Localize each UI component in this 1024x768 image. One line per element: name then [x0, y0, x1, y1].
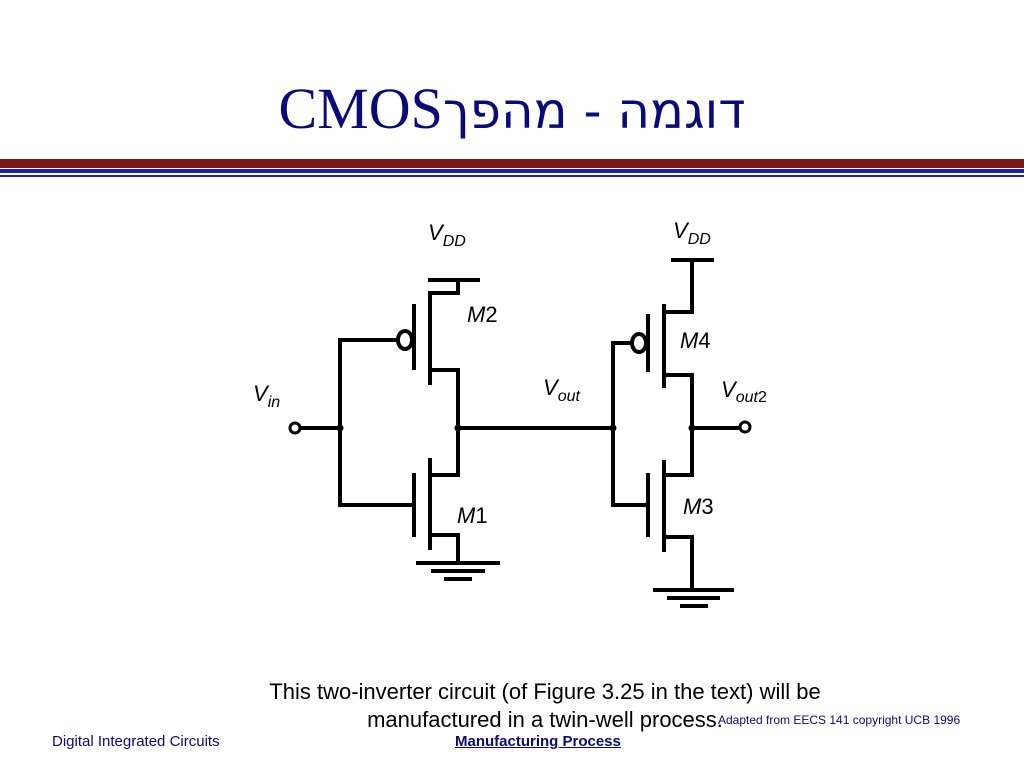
- title-latin: CMOS: [278, 76, 443, 141]
- slide-title: CMOSדוגמה - מהפך: [0, 74, 1024, 146]
- title-rule-red: [0, 159, 1024, 168]
- label-m3: M3: [683, 494, 714, 519]
- vin-terminal: [288, 421, 302, 435]
- label-vout: Vout: [543, 375, 580, 405]
- gate-wire-left: [338, 338, 416, 507]
- m2-gate-bubble: [396, 329, 414, 351]
- slide-caption: This two-inverter circuit (of Figure 3.2…: [175, 678, 915, 734]
- label-vdd-right: VDD: [673, 218, 711, 248]
- m4-drain-wire: [662, 373, 694, 430]
- m1-source-wire: [428, 533, 460, 565]
- junction-vout2: [688, 424, 696, 432]
- m3-drain-wire: [662, 426, 694, 477]
- m4-source-wire: [662, 258, 694, 314]
- label-m2: M2: [467, 302, 498, 327]
- footer-credit: Adapted from EECS 141 copyright UCB 1996: [718, 713, 961, 727]
- m2-source-wire: [428, 278, 460, 295]
- m3-source-wire: [662, 535, 694, 592]
- label-vout2: Vout2: [721, 377, 767, 406]
- junction-vout-left: [454, 424, 462, 432]
- m2-drain-wire: [428, 368, 460, 430]
- m1-drain-wire: [428, 426, 460, 477]
- label-m4: M4: [680, 328, 711, 353]
- caption-line-2: manufactured in a twin-well process.: [367, 707, 723, 732]
- footer-course: Digital Integrated Circuits: [52, 733, 220, 750]
- junction-vin: [336, 424, 344, 432]
- title-rule-blue-thin: [0, 175, 1024, 177]
- label-vdd-left: VDD: [428, 220, 466, 250]
- m4-gate-bubble: [630, 332, 648, 354]
- caption-line-1: This two-inverter circuit (of Figure 3.2…: [269, 679, 821, 704]
- title-hebrew: דוגמה - מהפך: [442, 82, 746, 140]
- gate-wire-right: [611, 341, 650, 507]
- junction-vout-right: [609, 424, 617, 432]
- footer-topic: Manufacturing Process: [455, 733, 621, 750]
- title-rule-blue: [0, 169, 1024, 173]
- label-vin: Vin: [253, 381, 280, 411]
- label-m1: M1: [457, 503, 488, 528]
- vout2-terminal: [738, 420, 752, 434]
